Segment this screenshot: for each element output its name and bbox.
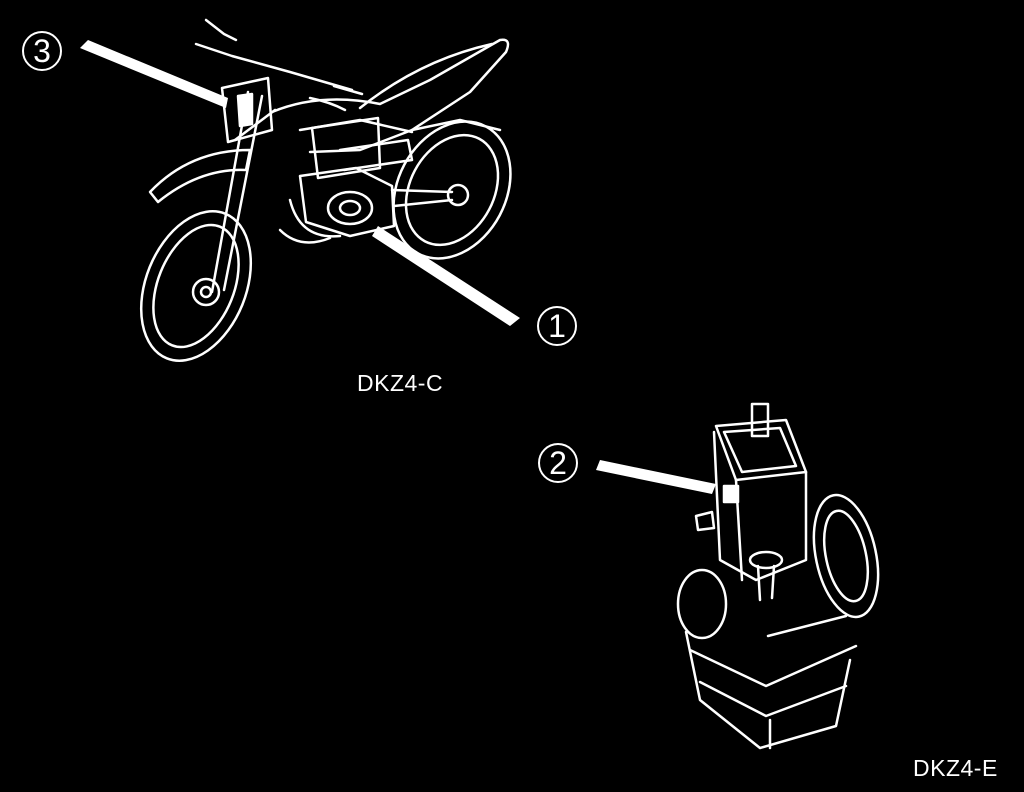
engine [298,166,396,238]
motorcycle-drawing [139,18,512,362]
leader-arrow-3 [80,40,228,108]
leader-arrow-2 [596,460,716,494]
intake-bore [812,493,880,619]
front-hub [191,277,221,307]
callout-2: 2 [538,443,578,483]
leader-arrow-1 [372,226,520,326]
callout-1: 1 [537,306,577,346]
figure-caption-e: DKZ4-E [913,755,998,781]
handlebar [194,42,354,92]
side-cover [310,116,382,180]
number-plate [220,76,274,144]
id-label [722,484,740,504]
carburetor-drawing [676,402,880,750]
figure-caption-c: DKZ4-C [357,370,444,396]
front-fender [148,148,252,204]
float-bowl [684,630,852,750]
cable-adjuster [750,402,770,438]
front-tire [139,210,253,362]
callout-3: 3 [22,31,62,71]
carburetor-body [712,430,808,582]
fuel-tank-seat [270,38,510,154]
